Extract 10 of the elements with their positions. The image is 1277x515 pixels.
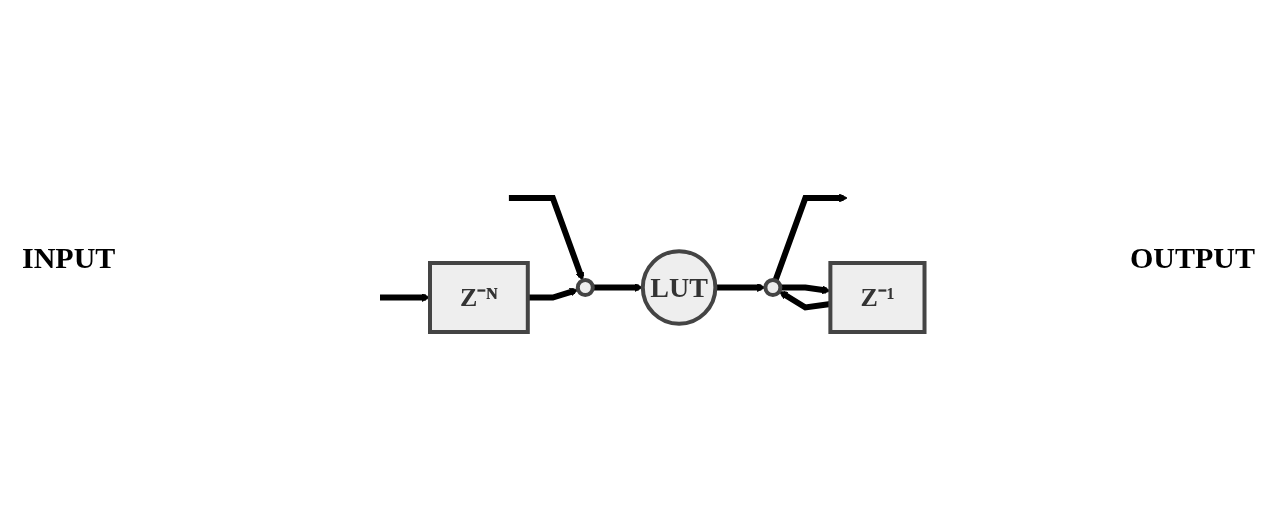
node-circle: LUT (641, 249, 718, 326)
node-box: Z⁻ᴺ (428, 261, 531, 334)
signal-label: OUTPUT (1129, 240, 1256, 275)
node-box: Z⁻¹ (828, 261, 927, 334)
arrow (509, 195, 585, 281)
node-circle (576, 278, 596, 297)
node-circle (763, 278, 783, 297)
arrow (773, 193, 849, 282)
arrow (528, 287, 579, 301)
signal-label: INPUT (21, 240, 117, 275)
